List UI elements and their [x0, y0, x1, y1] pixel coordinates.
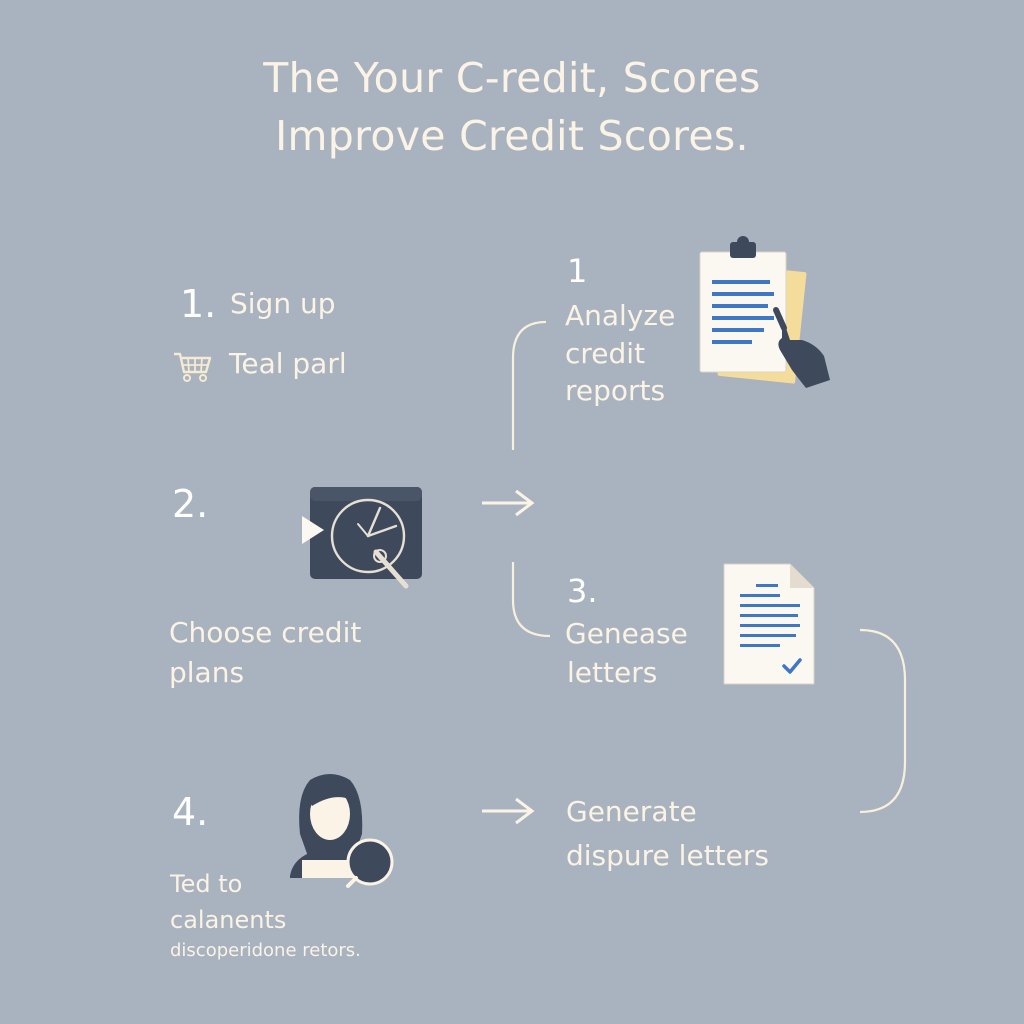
step-1b-label-line-3: reports — [565, 374, 666, 407]
step-1-sublabel: Teal parl — [229, 347, 347, 380]
connector-bracket-mid — [511, 562, 551, 638]
arrow-right-icon — [482, 797, 535, 825]
step-3-label-line-2: letters — [567, 656, 658, 689]
step-5-label-line-2: dispure letters — [566, 839, 769, 872]
step-1b-label-line-2: credit — [565, 337, 646, 370]
step-5-label-line-1: Generate — [566, 795, 697, 828]
connector-bracket-top — [511, 320, 547, 450]
clipboard-report-icon — [699, 236, 830, 388]
step-2-label-line-2: plans — [169, 656, 245, 689]
step-4-label-line-1: Ted to — [170, 870, 243, 898]
person-search-icon — [290, 774, 394, 888]
page-title-line-2: Improve Credit Scores. — [275, 112, 749, 160]
document-check-icon — [723, 563, 815, 685]
shopping-cart-icon — [174, 352, 212, 382]
step-1-label: Sign up — [230, 287, 336, 320]
page-title-line-1: The Your C-redit, Scores — [263, 54, 761, 102]
step-4-small-text: discoperidone retors. — [170, 940, 361, 961]
arrow-right-icon — [482, 489, 535, 517]
step-4-number: 4. — [172, 790, 209, 834]
step-3-label-line-1: Genease — [565, 617, 688, 650]
step-1b-number: 1 — [567, 252, 588, 290]
step-4-label-line-2: calanents — [170, 906, 287, 934]
step-2-label-line-1: Choose credit — [169, 616, 362, 649]
step-1b-label-line-1: Analyze — [565, 299, 676, 332]
clock-magnifier-icon — [302, 487, 422, 589]
connector-bracket-right — [859, 628, 907, 814]
step-2-number: 2. — [172, 482, 209, 526]
step-3-number: 3. — [567, 572, 598, 610]
step-1-number: 1. — [180, 282, 217, 326]
